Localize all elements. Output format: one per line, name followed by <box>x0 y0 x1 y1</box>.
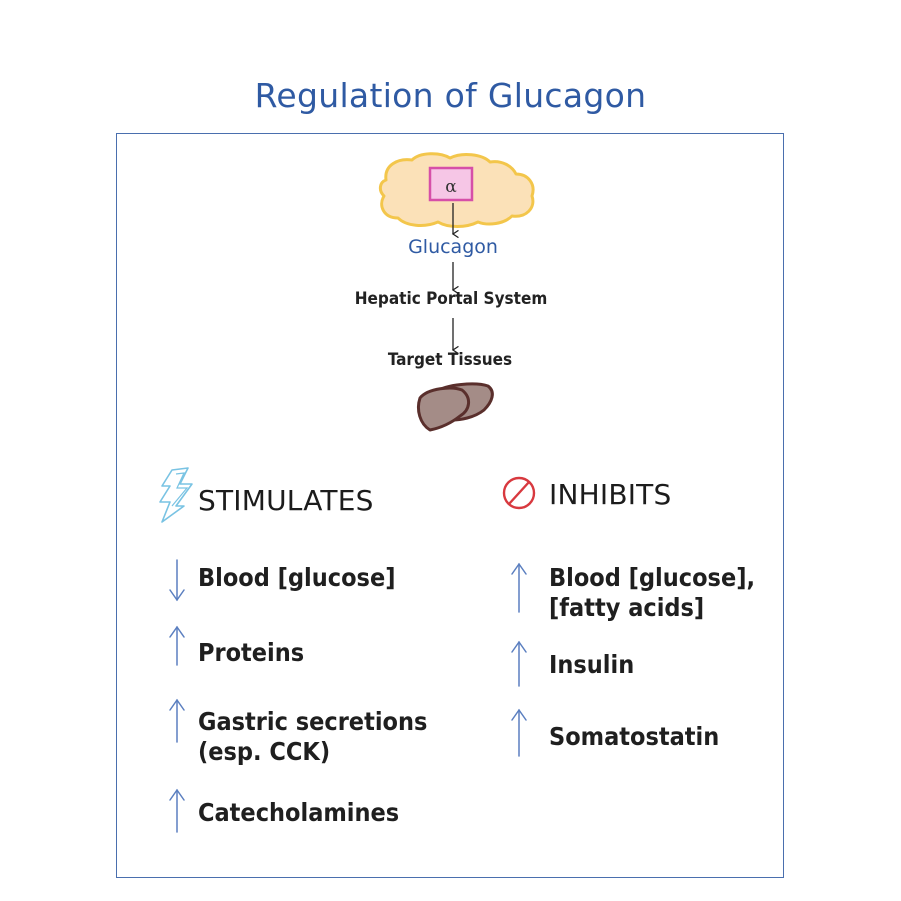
inhibits-item: Somatostatin <box>549 722 719 752</box>
liver-icon <box>416 382 494 432</box>
alpha-cell-symbol: α <box>445 177 457 197</box>
inhibits-heading: INHIBITS <box>549 478 672 511</box>
arrow-up-icon <box>511 562 527 613</box>
stimulates-item: Proteins <box>198 638 304 668</box>
arrow-up-icon <box>169 698 185 743</box>
arrow-up-icon <box>511 640 527 687</box>
prohibited-icon <box>502 476 536 510</box>
item-line-2: [fatty acids] <box>549 593 705 622</box>
target-tissues-label: Target Tissues <box>387 350 513 370</box>
stimulates-item: Blood [glucose] <box>198 563 396 593</box>
alpha-cell-icon <box>428 166 474 202</box>
arrow-up-icon <box>169 625 185 666</box>
stimulates-item: Catecholamines <box>198 798 399 828</box>
item-line: Somatostatin <box>549 722 720 751</box>
arrow-up-icon <box>511 708 527 757</box>
stimulates-item: Gastric secretions (esp. CCK) <box>198 707 427 767</box>
item-line-2: (esp. CCK) <box>198 737 331 766</box>
item-line: Insulin <box>549 650 635 679</box>
lightning-icon <box>159 467 193 523</box>
inhibits-item: Insulin <box>549 650 634 680</box>
item-line: Blood [glucose] <box>198 563 396 592</box>
item-line: Gastric secretions <box>198 707 428 736</box>
diagram-frame <box>116 133 784 878</box>
glucagon-label: Glucagon <box>408 236 498 258</box>
item-line: Catecholamines <box>198 798 400 827</box>
item-line: Proteins <box>198 638 305 667</box>
arrow-down-icon <box>169 559 185 602</box>
item-line: Blood [glucose], <box>549 563 756 592</box>
arrow-up-icon <box>169 788 185 833</box>
hepatic-portal-label: Hepatic Portal System <box>354 289 548 309</box>
inhibits-item: Blood [glucose], [fatty acids] <box>549 563 755 623</box>
stimulates-heading: STIMULATES <box>198 484 374 517</box>
page-title: Regulation of Glucagon <box>254 76 647 115</box>
